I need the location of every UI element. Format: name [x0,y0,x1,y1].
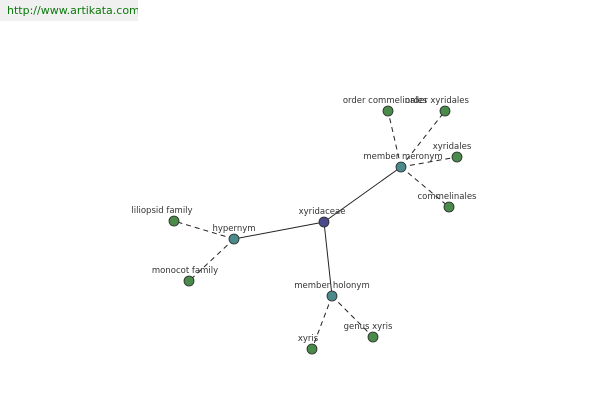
node-circle-order-xyridales[interactable] [439,105,451,117]
graph-node-xyridaceae[interactable]: xyridaceae [299,207,346,228]
node-circle-hypernym[interactable] [228,233,240,245]
graph-node-member-meronym[interactable]: member meronym [363,152,443,173]
site-url-link[interactable]: http://www.artikata.com [0,0,138,21]
edge-layer [173,110,458,350]
node-circle-order-commelinales[interactable] [382,105,394,117]
node-label-commelinales: commelinales [417,192,477,202]
graph-node-monocot-family[interactable]: monocot family [152,266,218,287]
node-label-xyridales: xyridales [433,142,472,152]
node-circle-xyris[interactable] [306,343,318,355]
node-circle-monocot-family[interactable] [183,275,195,287]
node-circle-commelinales[interactable] [443,201,455,213]
graph-node-order-commelinales[interactable]: order commelinales [343,96,428,117]
node-label-order-commelinales: order commelinales [343,96,428,106]
graph-node-genus-xyris[interactable]: genus xyris [344,322,393,343]
node-label-member-holonym: member holonym [294,281,369,291]
node-label-order-xyridales: order xyridales [405,96,469,106]
edge-xyridaceae-to-member-holonym [323,221,333,297]
graph-node-commelinales[interactable]: commelinales [417,192,477,213]
edge-member-holonym-to-genus-xyris [331,295,374,338]
edge-xyridaceae-to-member-meronym [323,166,402,223]
edge-xyridaceae-to-hypernym [233,221,325,240]
node-circle-liliopsid-family[interactable] [168,215,180,227]
graph-node-xyris[interactable]: xyris [298,334,319,355]
node-label-xyris: xyris [298,334,319,344]
node-label-xyridaceae: xyridaceae [299,207,346,217]
node-label-hypernym: hypernym [212,224,255,234]
edge-member-meronym-to-order-xyridales [400,110,446,168]
node-circle-xyridaceae[interactable] [318,216,330,228]
edge-member-meronym-to-xyridales [400,156,458,168]
node-label-genus-xyris: genus xyris [344,322,393,332]
edge-hypernym-to-liliopsid-family [173,220,235,240]
node-label-member-meronym: member meronym [363,152,442,162]
node-label-monocot-family: monocot family [152,266,218,276]
node-layer: xyridaceae member meronym hypernym member h… [131,96,477,355]
node-circle-member-meronym[interactable] [395,161,407,173]
graph-node-liliopsid-family[interactable]: liliopsid family [131,206,193,227]
graph-node-xyridales[interactable]: xyridales [433,142,472,163]
edge-member-meronym-to-order-commelinales [387,110,402,168]
graph-node-hypernym[interactable]: hypernym [212,224,256,245]
node-label-liliopsid-family: liliopsid family [131,206,192,216]
graph-node-member-holonym[interactable]: member holonym [294,281,370,302]
edge-hypernym-to-monocot-family [188,238,235,282]
node-circle-genus-xyris[interactable] [367,331,379,343]
node-circle-member-holonym[interactable] [326,290,338,302]
node-circle-xyridales[interactable] [451,151,463,163]
graph-node-order-xyridales[interactable]: order xyridales [405,96,470,117]
edge-member-holonym-to-xyris [311,295,333,350]
edge-member-meronym-to-commelinales [400,166,450,208]
